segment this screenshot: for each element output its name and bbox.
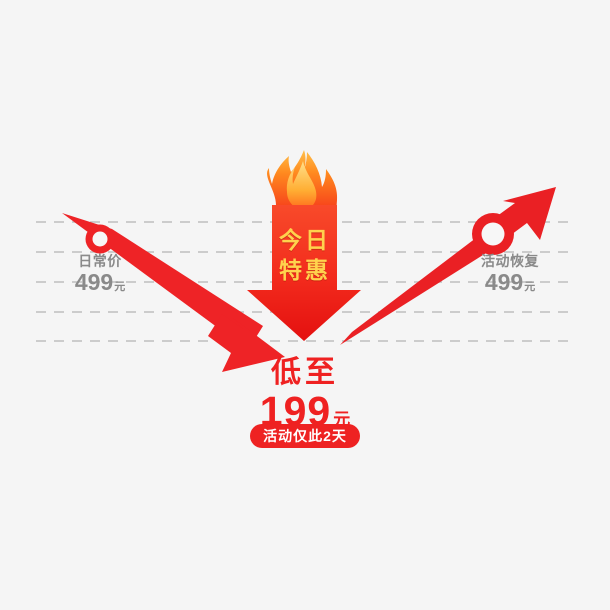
left-price-label: 日常价 499元	[45, 254, 155, 294]
banner-line-2: 特惠	[279, 257, 331, 283]
right-price-label: 活动恢复 499元	[455, 254, 565, 294]
down-arrow-banner	[247, 205, 361, 341]
banner-text: 今日 特惠	[255, 229, 355, 282]
left-price-value: 499	[74, 269, 114, 295]
right-price-unit: 元	[524, 281, 536, 293]
banner-line-1: 今日	[279, 227, 331, 253]
left-price-amount: 499元	[45, 271, 155, 294]
sale-price-unit: 元	[333, 410, 351, 429]
low-as-text: 低至	[271, 356, 339, 389]
right-circle-marker	[472, 213, 514, 255]
flame-icon	[267, 150, 338, 215]
promo-duration-badge[interactable]: 活动仅此2天	[250, 424, 360, 448]
left-price-unit: 元	[114, 281, 126, 293]
left-price-title: 日常价	[78, 253, 122, 269]
left-circle-marker	[85, 224, 115, 254]
right-price-value: 499	[484, 269, 524, 295]
descending-price-arrow	[62, 213, 285, 372]
right-price-amount: 499元	[455, 271, 565, 294]
right-price-title: 活动恢复	[481, 253, 539, 269]
